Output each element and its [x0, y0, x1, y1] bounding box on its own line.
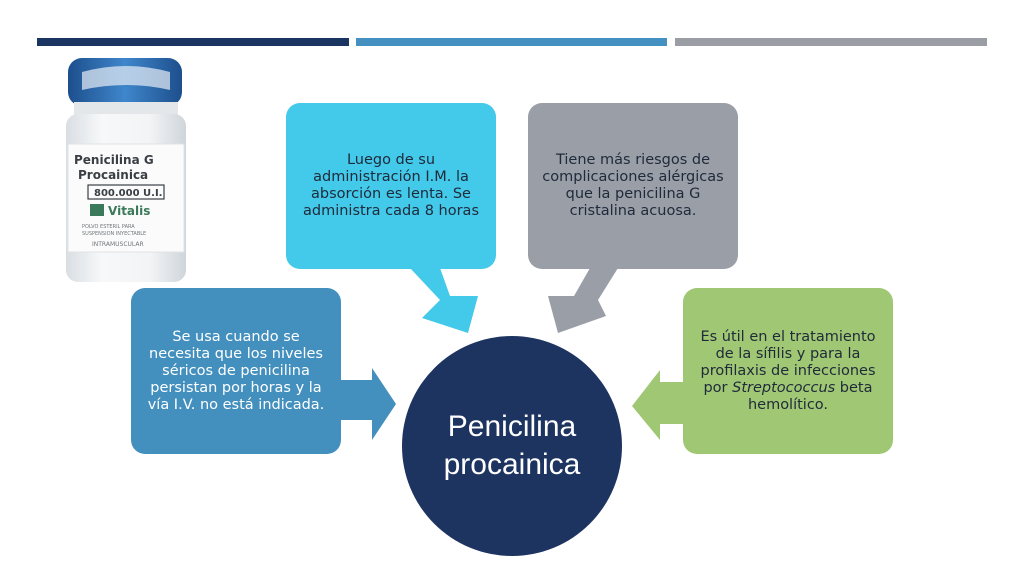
- central-title: Penicilina procainica: [444, 408, 581, 484]
- vial-label-name-1: Penicilina G: [74, 153, 154, 167]
- central-circle: Penicilina procainica: [402, 336, 622, 556]
- header-bar-blue: [356, 38, 667, 46]
- vial-label-brand: Vitalis: [108, 204, 150, 218]
- info-box-treatment: Es útil en el tratamiento de la sífilis …: [683, 288, 893, 454]
- info-box-allergy-risk: Tiene más riesgos de complicaciones alér…: [528, 103, 738, 269]
- vial-label-small-2: SUSPENSION INYECTABLE: [82, 231, 146, 237]
- header-bar-navy: [37, 38, 349, 46]
- central-title-line-1: Penicilina: [447, 410, 577, 443]
- vial-label: [67, 143, 185, 253]
- info-box-treatment-suffix: beta hemolítico.: [747, 379, 873, 413]
- info-box-absorption-text: Luego de su administración I.M. la absor…: [302, 152, 479, 219]
- info-box-allergy-risk-text: Tiene más riesgos de complicaciones alér…: [542, 152, 724, 219]
- info-box-usage-text: Se usa cuando se necesita que los nivele…: [147, 328, 325, 413]
- vial-label-name-2: Procainica: [78, 168, 148, 182]
- vial-label-dose: 800.000 U.I.: [94, 188, 162, 199]
- vial-label-route: INTRAMUSCULAR: [92, 241, 144, 248]
- vial-label-small-1: POLVO ESTERIL PARA: [82, 224, 135, 230]
- info-box-absorption: Luego de su administración I.M. la absor…: [286, 103, 496, 269]
- arrow-from-left-box: [341, 368, 396, 440]
- vial-neck: [74, 102, 178, 116]
- arrow-from-top-box: [410, 268, 478, 333]
- penicillin-vial-image: Penicilina G Procainica 800.000 U.I. Vit…: [66, 58, 186, 282]
- info-box-usage: Se usa cuando se necesita que los nivele…: [131, 288, 341, 454]
- info-box-treatment-italic: Streptococcus: [732, 379, 836, 396]
- arrow-from-right-top-box: [548, 268, 618, 333]
- info-box-treatment-prefix: Es útil en el tratamiento de la sífilis …: [700, 328, 876, 396]
- header-bar-gray: [675, 38, 987, 46]
- arrow-from-right-box: [632, 370, 683, 440]
- central-title-line-2: procainica: [443, 448, 581, 481]
- info-box-treatment-text: Es útil en el tratamiento de la sífilis …: [691, 329, 885, 414]
